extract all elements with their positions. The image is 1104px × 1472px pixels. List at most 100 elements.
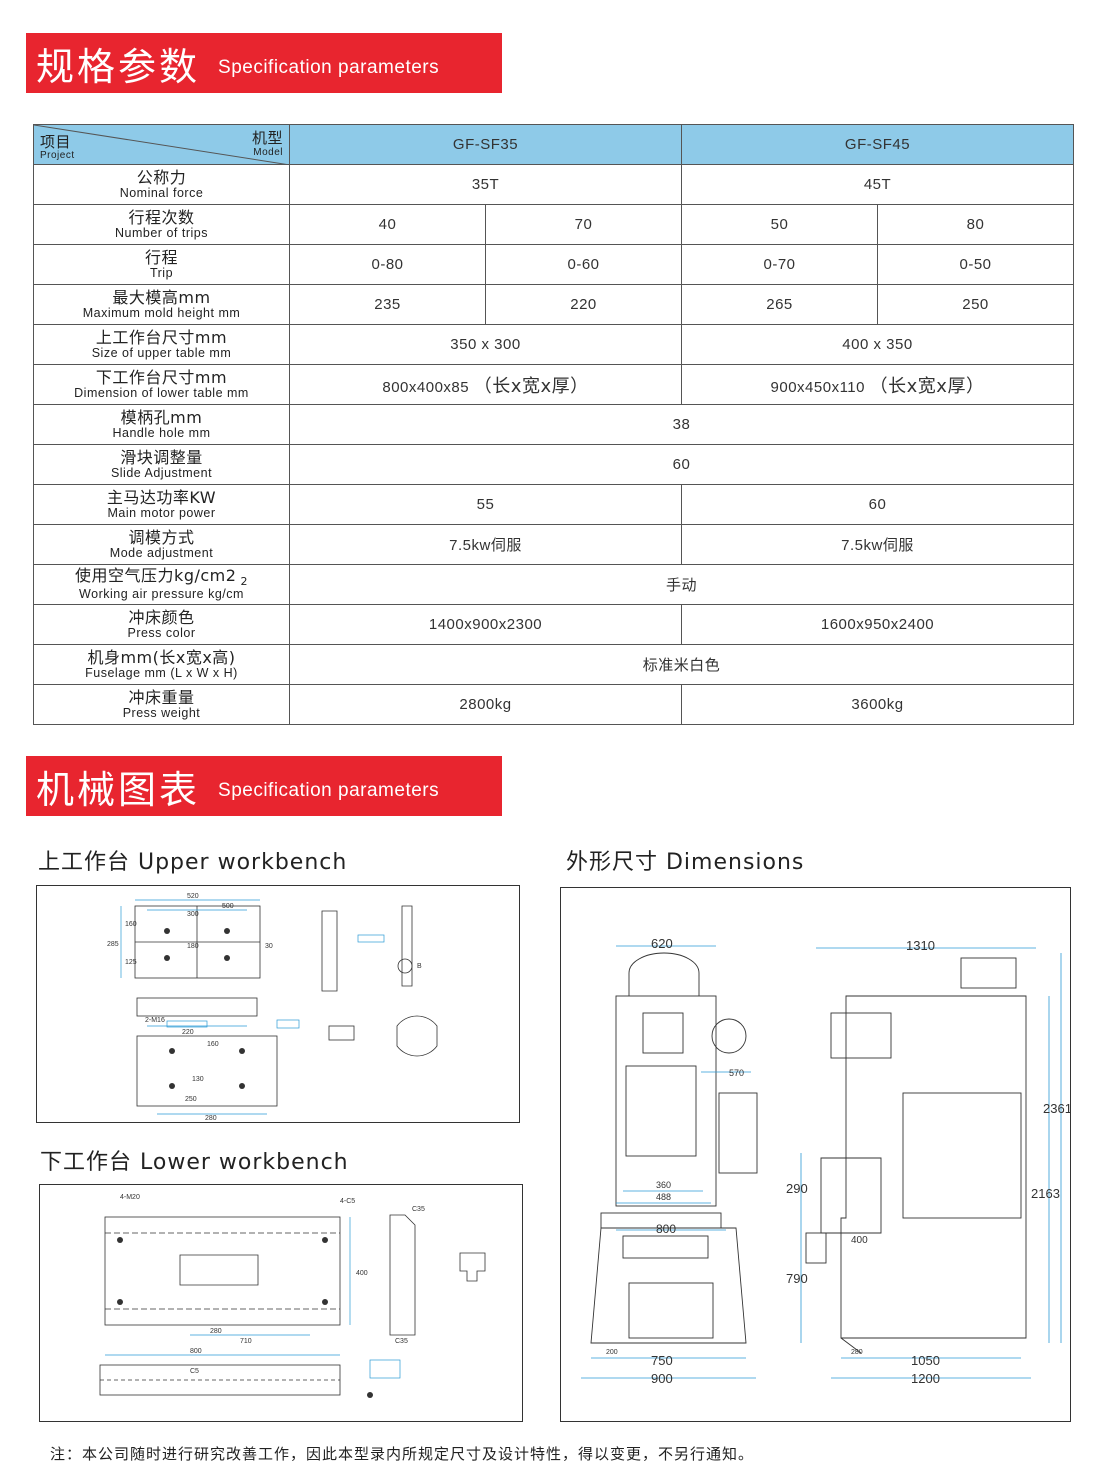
dim-label: C5 [190,1368,199,1375]
dim-label: 160 [125,921,137,928]
spec-banner-title-cn: 规格参数 [36,44,201,89]
dim-label: 160 [207,1041,219,1048]
dim-label: 200 [606,1349,618,1356]
dimensions-title: 外形尺寸 Dimensions [566,850,805,875]
dim-label: 2-M16 [145,1017,165,1024]
cell: 220 [485,284,682,325]
dim-label: C35 [395,1338,408,1345]
dim-label: 30 [265,943,273,950]
dim-label: 280 [851,1349,863,1356]
cell: 900x450x110 （长x宽x厚） [681,364,1074,405]
cell: 265 [681,284,878,325]
dim-label: 710 [240,1338,252,1345]
cell: 2800kg [289,684,682,725]
cell: 250 [877,284,1074,325]
drawing-banner: 机械图表 Specification parameters [26,756,502,816]
footnote: 注：本公司随时进行研究改善工作，因此本型录内所规定尺寸及设计特性，得以变更，不另… [50,1445,755,1463]
dim-label: C35 [412,1206,425,1213]
cell: 40 [289,204,486,245]
table-row: 机身mm(长x宽x高)Fuselage mm (L x W x H) 标准米白色 [33,644,1074,685]
upper-workbench-svg: 520 500 300 285 160 125 180 30 220 160 1… [107,893,438,1122]
dim-label: 400 [356,1270,368,1277]
dim-label: 1050 [911,1353,940,1368]
cell: 350 x 300 [289,324,682,365]
dim-label: 220 [182,1029,194,1036]
cell: 标准米白色 [289,644,1074,685]
cell: 400 x 350 [681,324,1074,365]
cell: 0-60 [485,244,682,285]
cell: 7.5kw伺服 [681,524,1074,565]
cell: 1600x950x2400 [681,604,1074,645]
dim-label: 250 [185,1096,197,1103]
table-header-row: 机型 Model 项目 Project GF-SF35 GF-SF45 [33,124,1074,165]
cell: 55 [289,484,682,525]
dim-label: 800 [656,1222,676,1236]
lower-workbench-title: 下工作台 Lower workbench [40,1150,349,1175]
dim-label: 488 [656,1192,671,1202]
cell: 70 [485,204,682,245]
dim-label: 1200 [911,1371,940,1386]
cell: 35T [289,164,682,205]
dim-label: 360 [656,1180,671,1190]
dim-label: 125 [125,959,137,966]
dim-label: 790 [786,1271,808,1286]
drawing-banner-title-en: Specification parameters [218,780,440,801]
cell: 45T [681,164,1074,205]
cell: 60 [681,484,1074,525]
upper-workbench-drawing: 520 500 300 285 160 125 180 30 220 160 1… [36,885,520,1123]
upper-workbench-title: 上工作台 Upper workbench [38,850,348,875]
dim-label: B [417,963,422,970]
dim-label: 280 [205,1115,217,1122]
dim-label: 800 [190,1348,202,1355]
drawing-banner-title-cn: 机械图表 [36,767,201,812]
cell: 235 [289,284,486,325]
cell: 3600kg [681,684,1074,725]
dim-label: 180 [187,943,199,950]
dim-label: 620 [651,936,673,951]
model-label-en: Model [253,147,283,158]
model-label-cn: 机型 [251,129,283,147]
dim-label: 1310 [906,938,935,953]
dim-label: 2163 [1031,1186,1060,1201]
dimensions-svg: 620 1310 570 360 488 800 290 790 750 900… [581,936,1070,1386]
row-label: 机身mm(长x宽x高)Fuselage mm (L x W x H) [33,644,290,685]
project-label-cn: 项目 [40,133,72,151]
cell: 手动 [289,564,1074,605]
dim-label: 750 [651,1353,673,1368]
dim-label: 500 [222,903,234,910]
dim-label: 280 [210,1328,222,1335]
dim-label: 130 [192,1076,204,1083]
cell: 60 [289,444,1074,485]
cell: 80 [877,204,1074,245]
cell: 0-80 [289,244,486,285]
dim-label: 900 [651,1371,673,1386]
cell: 800x400x85 （长x宽x厚） [289,364,682,405]
lower-workbench-drawing: 4-M20 C35 4-C5 400 280 710 800 C5 C35 [39,1184,523,1422]
project-label-en: Project [40,150,75,161]
dim-label: 4-M20 [120,1194,140,1201]
